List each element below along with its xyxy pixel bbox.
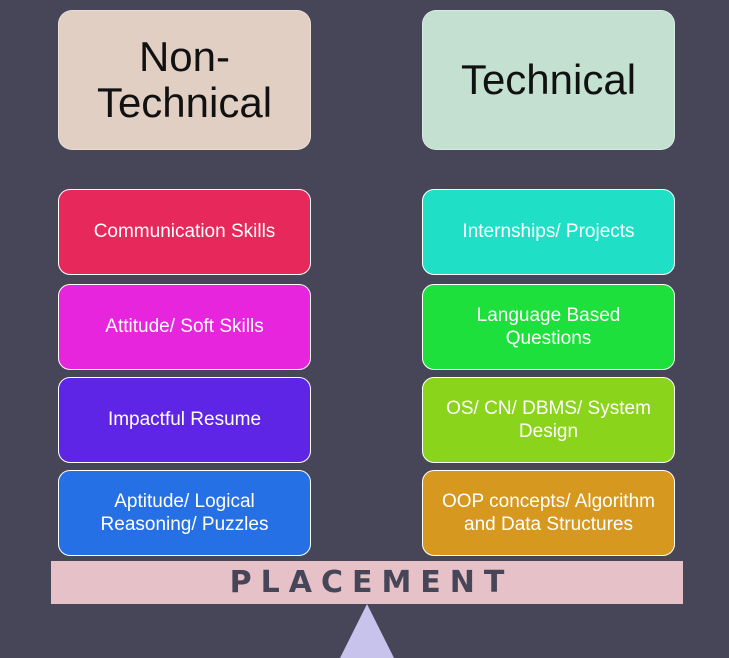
right-item-oop-dsa: OOP concepts/ Algorithm and Data Structu…	[422, 470, 675, 556]
technical-header-label: Technical	[460, 55, 637, 103]
left-item-communication: Communication Skills	[58, 189, 311, 275]
non-technical-header-label: Non- Technical	[96, 32, 273, 126]
left-item-label: Attitude/ Soft Skills	[105, 316, 264, 338]
left-item-aptitude: Aptitude/ Logical Reasoning/ Puzzles	[58, 470, 311, 556]
placement-label: PLACEMENT	[229, 565, 514, 600]
right-item-language: Language Based Questions	[422, 284, 675, 370]
fulcrum-triangle	[340, 604, 394, 658]
right-item-label: Language Based Questions	[476, 304, 621, 349]
left-item-attitude: Attitude/ Soft Skills	[58, 284, 311, 370]
left-item-label: Communication Skills	[93, 221, 276, 243]
placement-plank: PLACEMENT	[51, 561, 683, 604]
right-item-label: Internships/ Projects	[462, 221, 635, 243]
left-item-label: Aptitude/ Logical Reasoning/ Puzzles	[100, 490, 269, 535]
left-item-resume: Impactful Resume	[58, 377, 311, 463]
right-item-internships: Internships/ Projects	[422, 189, 675, 275]
left-item-label: Impactful Resume	[107, 409, 262, 431]
right-item-label: OS/ CN/ DBMS/ System Design	[446, 397, 651, 442]
non-technical-header: Non- Technical	[58, 10, 311, 150]
right-item-label: OOP concepts/ Algorithm and Data Structu…	[442, 490, 655, 535]
right-item-cs-fundamentals: OS/ CN/ DBMS/ System Design	[422, 377, 675, 463]
technical-header: Technical	[422, 10, 675, 150]
